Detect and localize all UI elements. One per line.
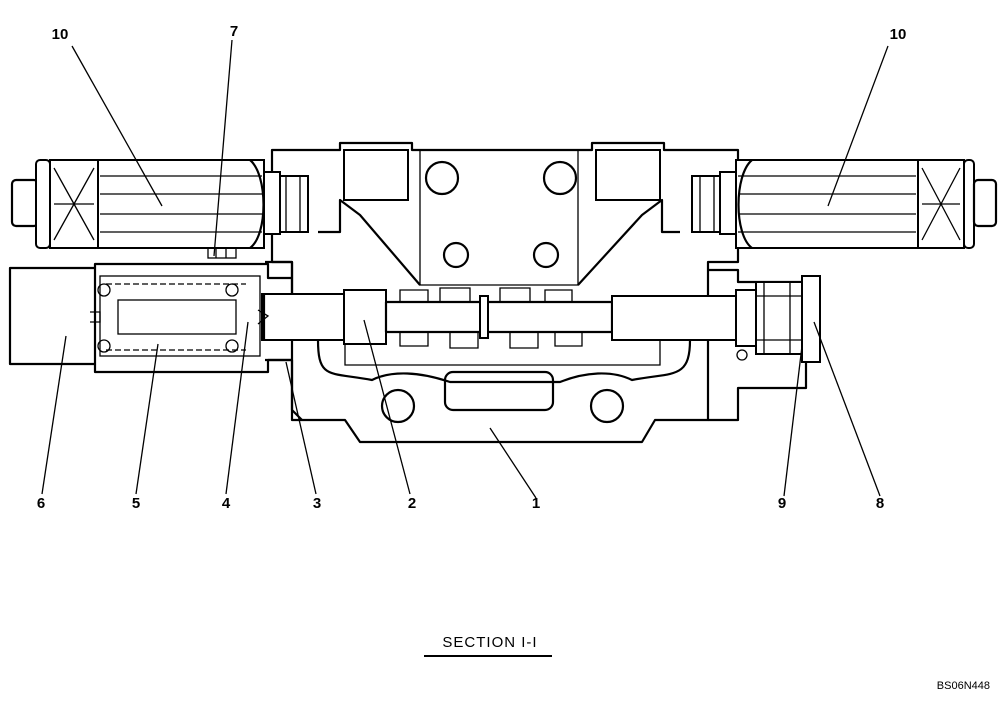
valve-body: [265, 141, 814, 444]
solenoid-valve-left: [10, 159, 309, 259]
callout-5: 5: [132, 495, 140, 512]
end-cap-right: [735, 275, 821, 363]
callout-3: 3: [313, 495, 321, 512]
callout-10-right: 10: [890, 26, 907, 43]
solenoid-valve-right: [691, 159, 998, 249]
callout-1: 1: [532, 495, 540, 512]
callout-8: 8: [876, 495, 884, 512]
drawing-id: BS06N448: [936, 680, 990, 692]
spool: [261, 287, 739, 349]
callout-6: 6: [37, 495, 45, 512]
spring-chamber-left: [8, 262, 292, 374]
callout-labels: 10 7 10 6 5 4 3 2 1 9 8: [37, 23, 907, 512]
leader-lines: [41, 39, 889, 499]
callout-10-left: 10: [52, 26, 69, 43]
callout-4: 4: [222, 495, 231, 512]
callout-7: 7: [230, 23, 238, 40]
section-caption: SECTION I-I: [442, 634, 538, 651]
callout-2: 2: [408, 495, 416, 512]
caption-underline: [424, 655, 552, 657]
callout-9: 9: [778, 495, 786, 512]
